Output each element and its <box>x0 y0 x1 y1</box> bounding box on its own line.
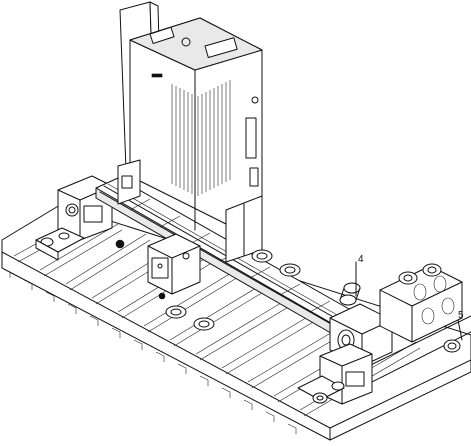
right-end-bracket <box>297 343 373 405</box>
base-clamp-left <box>165 305 215 331</box>
callout-5: 5 <box>457 310 464 341</box>
right-roller-assembly <box>379 263 463 353</box>
callout-4: 4 <box>355 254 364 297</box>
callout-5-label: 5 <box>458 310 464 321</box>
left-mounting-pad <box>35 227 85 261</box>
servo-drive-unit <box>117 1 263 263</box>
callout-4-label: 4 <box>358 254 364 265</box>
base-clamp-upper <box>251 249 301 277</box>
slider-carriage <box>115 233 201 300</box>
